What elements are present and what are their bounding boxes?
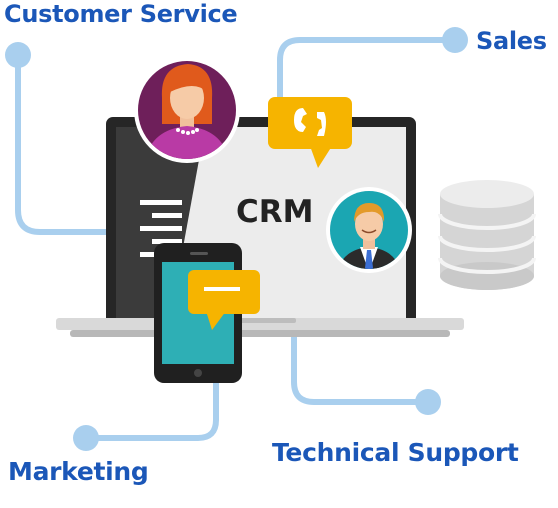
node-technical-support [415, 389, 441, 415]
chat-bubble-icon [188, 270, 260, 330]
label-customer-service: Customer Service [4, 0, 238, 28]
connector-lines [15, 37, 455, 441]
connector-sales [277, 37, 455, 105]
crm-center-label: CRM [236, 194, 313, 230]
label-sales: Sales [476, 27, 547, 55]
connector-customer-service [15, 52, 111, 235]
node-customer-service [5, 42, 31, 68]
label-marketing: Marketing [8, 457, 149, 486]
connector-technical-support [291, 332, 428, 405]
connector-marketing [85, 377, 219, 441]
man-avatar-icon [326, 187, 412, 273]
node-marketing [73, 425, 99, 451]
phone-chat-icon [268, 97, 352, 168]
label-technical-support: Technical Support [272, 438, 519, 467]
woman-avatar-icon [134, 57, 240, 163]
node-sales [442, 27, 468, 53]
database-icon [438, 180, 536, 290]
connector-nodes [5, 27, 468, 451]
